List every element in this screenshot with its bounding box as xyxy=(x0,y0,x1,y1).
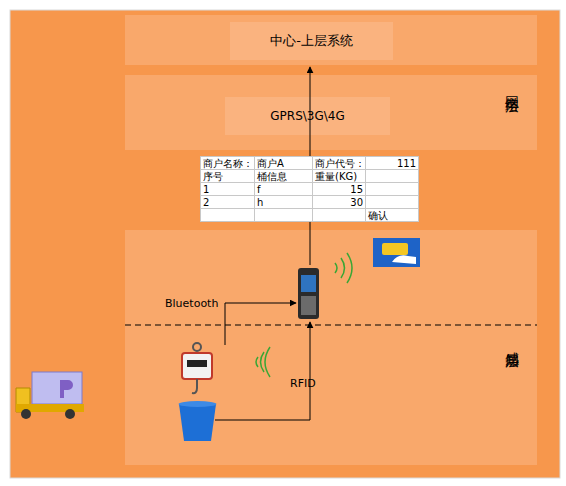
scale-display xyxy=(187,360,207,367)
table-cell: 111 xyxy=(366,157,419,170)
wave-arc xyxy=(341,258,345,278)
bucket xyxy=(179,401,217,441)
table-cell: 商户名称： xyxy=(201,157,255,170)
node-label: 网络层 xyxy=(503,85,521,91)
card-icon-bg xyxy=(373,238,420,267)
table-text: 1 xyxy=(201,183,254,196)
handheld-terminal xyxy=(298,268,319,319)
table-cell: h xyxy=(255,196,313,209)
layer-band: 网络层 GPRS\3G\4G xyxy=(125,75,537,150)
table-cell: f xyxy=(255,183,313,196)
scale-ring xyxy=(193,343,201,351)
table-cell: 桶信息 xyxy=(255,170,313,183)
node-label: GPRS\3G\4G xyxy=(225,97,390,135)
table-cell: 商户A xyxy=(255,157,313,170)
table-cell: 商户代号： xyxy=(313,157,366,170)
system-box: 中心-上层系统 xyxy=(230,22,393,60)
table-cell: 30 xyxy=(313,196,366,209)
table-cell: 1 xyxy=(201,183,255,196)
layer-band: 感知层 xyxy=(125,230,537,465)
table-cell xyxy=(255,209,313,222)
rfid-arrow xyxy=(215,322,310,420)
table-text: 重量(KG) xyxy=(313,170,365,183)
network-box: GPRS\3G\4G xyxy=(225,97,390,135)
terminal-keypad xyxy=(301,296,316,315)
table-text: 30 xyxy=(313,196,365,209)
table-cell xyxy=(366,196,419,209)
table-cell xyxy=(366,170,419,183)
table-text: 商户A xyxy=(255,157,312,170)
bucket-body xyxy=(179,404,216,441)
crane-scale xyxy=(182,343,212,393)
wave-arc xyxy=(265,347,270,377)
top-band xyxy=(125,15,537,65)
node-label: 感知层 xyxy=(503,340,521,346)
table-text: 商户代号： xyxy=(313,157,365,170)
link-label: RFID xyxy=(290,377,316,390)
truck-cargo xyxy=(32,372,82,404)
table-text: 序号 xyxy=(201,170,254,183)
truck-cab xyxy=(16,388,30,412)
card-shape xyxy=(382,243,408,255)
table-cell: 2 xyxy=(201,196,255,209)
terminal-screen xyxy=(301,275,316,292)
wave-arc xyxy=(261,352,265,372)
table-cell: 15 xyxy=(313,183,366,196)
layer-divider xyxy=(125,325,537,326)
table-cell xyxy=(313,209,366,222)
scale-body xyxy=(182,353,212,379)
table-text: 111 xyxy=(366,157,418,170)
truck-logo xyxy=(60,380,73,398)
wave-arc xyxy=(335,263,337,273)
table-text: 确认 xyxy=(366,209,418,222)
wireless-waves xyxy=(256,253,352,377)
node-label: 中心-上层系统 xyxy=(230,22,393,60)
table-text: f xyxy=(255,183,312,196)
table-text: 商户名称： xyxy=(201,157,254,170)
card-icon xyxy=(373,238,420,267)
table-text: h xyxy=(255,196,312,209)
link-label: Bluetooth xyxy=(165,297,218,310)
table-cell: 确认 xyxy=(366,209,419,222)
table-text: 桶信息 xyxy=(255,170,312,183)
table-cell: 序号 xyxy=(201,170,255,183)
table-cell xyxy=(366,183,419,196)
truck-wheel xyxy=(21,409,31,419)
truck-chassis xyxy=(16,404,84,412)
table-text: 2 xyxy=(201,196,254,209)
table-cell xyxy=(201,209,255,222)
wave-arc xyxy=(347,253,352,283)
data-table: 商户名称：商户A商户代号：111 序号桶信息重量(KG) 1f15 2h30确认 xyxy=(200,156,419,222)
hand-shape xyxy=(392,255,416,264)
scale-hook xyxy=(192,379,197,393)
terminal-body xyxy=(298,268,319,319)
table-cell: 重量(KG) xyxy=(313,170,366,183)
bucket-rim xyxy=(179,401,217,407)
truck-wheel xyxy=(65,409,75,419)
truck xyxy=(16,372,84,419)
wave-arc xyxy=(256,357,258,367)
table-text: 15 xyxy=(313,183,365,196)
bluetooth-arrow xyxy=(225,303,296,345)
outer-frame xyxy=(10,10,560,478)
